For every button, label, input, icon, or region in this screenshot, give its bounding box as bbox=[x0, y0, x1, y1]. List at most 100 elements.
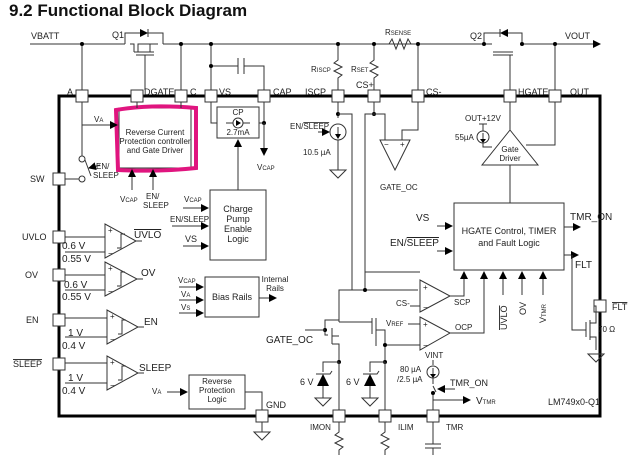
bias-vcap-label: VCAP bbox=[178, 276, 196, 285]
rcp-line-2: Protection controller bbox=[119, 137, 190, 146]
ocp-comparator bbox=[419, 316, 452, 351]
zener-imon-icon bbox=[313, 361, 339, 407]
vbatt-label: VBATT bbox=[31, 31, 60, 41]
tmr-on-in-label: TMR_ON bbox=[450, 378, 488, 388]
rcp-vcap-label: VCAP bbox=[120, 195, 138, 204]
zener-ilim-icon bbox=[360, 361, 385, 407]
pin-gnd-label: GND bbox=[266, 400, 287, 410]
hgate-control-block bbox=[453, 202, 565, 271]
bias-vs-label: VS bbox=[181, 303, 190, 312]
junction-dots bbox=[80, 42, 557, 68]
ov-out-label: OV bbox=[141, 268, 156, 279]
flt-out-label: FLT bbox=[575, 260, 592, 271]
rset-resistor-icon bbox=[368, 44, 380, 90]
ocp-label: OCP bbox=[455, 323, 472, 332]
pin-sw-label: SW bbox=[30, 174, 45, 184]
rset-label: RSET bbox=[351, 65, 369, 74]
svg-text:−: − bbox=[423, 341, 428, 350]
cp-enable-line-3: Enable bbox=[224, 224, 252, 234]
svg-text:−: − bbox=[108, 249, 113, 258]
rsense-label: RSENSE bbox=[385, 28, 411, 37]
uvlo-th-high: 0.6 V bbox=[62, 241, 86, 252]
i80-label: 80 µA bbox=[400, 365, 422, 374]
bottom-pins bbox=[255, 299, 607, 423]
pin-ov-label: OV bbox=[25, 270, 38, 280]
svg-text:+: + bbox=[423, 283, 428, 292]
q2-mosfet-icon bbox=[483, 29, 523, 90]
cp-current-label: 2.7mA bbox=[226, 128, 250, 137]
cp-enable-line-1: Charge bbox=[223, 204, 253, 214]
internal-rails-line-2: Rails bbox=[266, 284, 284, 293]
hg-ov-in: OV bbox=[518, 302, 528, 315]
pin-out-label: OUT bbox=[570, 87, 590, 97]
flt-transistor-icon bbox=[585, 305, 606, 363]
rpl-va-label: VA bbox=[152, 387, 161, 396]
uvlo-comparator: +− bbox=[65, 223, 142, 259]
rpl-line-2: Protection bbox=[199, 386, 235, 395]
pin-c-label: C bbox=[190, 87, 197, 97]
svg-text:−: − bbox=[110, 335, 115, 344]
sleep-comparator: +− bbox=[65, 355, 144, 391]
cpe-vs-label: VS bbox=[185, 234, 197, 244]
pin-en-label: EN bbox=[26, 315, 39, 325]
scp-label: SCP bbox=[454, 298, 470, 307]
en-out-label: EN bbox=[144, 317, 158, 328]
svg-text:+: + bbox=[110, 358, 115, 367]
pin-csp-label: CS+ bbox=[356, 80, 374, 90]
imon-mosfet-icon bbox=[323, 319, 340, 362]
hg-vs-label: VS bbox=[416, 213, 430, 224]
ic-outline bbox=[57, 94, 602, 418]
ov-th-low: 0.55 V bbox=[62, 292, 91, 303]
left-pins bbox=[52, 172, 66, 371]
iscp-current-label: 10.5 µA bbox=[303, 148, 331, 157]
rcp-sleep-label: SLEEP bbox=[143, 201, 169, 210]
uvlo-out-label: UVLO bbox=[134, 230, 161, 241]
svg-text:−: − bbox=[108, 287, 113, 296]
zener-imon-label: 6 V bbox=[300, 377, 314, 387]
scp-csn-label: CS- bbox=[396, 299, 410, 308]
svg-text:+: + bbox=[108, 226, 113, 235]
q1-label: Q1 bbox=[112, 30, 124, 40]
pin-csn-label: CS- bbox=[426, 87, 442, 97]
rcp-line-3: and Gate Driver bbox=[127, 146, 184, 155]
top-pins bbox=[75, 89, 562, 103]
svg-text:+: + bbox=[108, 264, 113, 273]
cp-enable-line-2: Pump bbox=[226, 214, 250, 224]
cp-label: CP bbox=[232, 108, 243, 117]
bias-block bbox=[204, 276, 260, 318]
svg-text:+: + bbox=[110, 312, 115, 321]
tmr-on-out-label: TMR_ON bbox=[570, 212, 612, 223]
iscp-en-sleep-label: EN/SLEEP bbox=[290, 122, 329, 131]
en-th-high: 1 V bbox=[68, 328, 83, 339]
hg-en-sleep-label: EN/SLEEP bbox=[390, 238, 439, 249]
i55-label: 55µA bbox=[455, 133, 475, 142]
r70-label: 70 Ω bbox=[598, 325, 615, 334]
ilim-mosfet-icon bbox=[339, 318, 387, 362]
vref-label: VREF bbox=[386, 319, 404, 328]
bias-label: Bias Rails bbox=[212, 292, 253, 302]
pin-imon-label: IMON bbox=[310, 423, 331, 432]
gate-driver-line-1: Gate bbox=[501, 145, 519, 154]
svg-text:−: − bbox=[423, 303, 428, 312]
pin-ilim-label: ILIM bbox=[398, 423, 414, 432]
cp-vcap-label: VCAP bbox=[257, 163, 275, 172]
svg-text:+: + bbox=[400, 140, 405, 149]
svg-text:−: − bbox=[384, 140, 389, 149]
page-title: 9.2 Functional Block Diagram bbox=[9, 1, 248, 20]
sleep-out-label: SLEEP bbox=[139, 363, 172, 374]
rpl-line-3: Logic bbox=[207, 395, 226, 404]
vint-label: VINT bbox=[425, 351, 443, 360]
vtmr-out-label: VTMR bbox=[476, 396, 496, 407]
cp-enable-line-4: Logic bbox=[227, 234, 249, 244]
highlight-annotation bbox=[113, 104, 198, 173]
pin-hgate-label: HGATE bbox=[518, 87, 548, 97]
svg-text:−: − bbox=[110, 381, 115, 390]
vout-label: VOUT bbox=[565, 31, 591, 41]
out12v-label: OUT+12V bbox=[465, 114, 501, 123]
gate-oc-comp-label: GATE_OC bbox=[380, 183, 418, 192]
ov-comparator: +− bbox=[65, 261, 143, 297]
device-label: LM749x0-Q1 bbox=[548, 397, 600, 407]
pin-cap-label: CAP bbox=[273, 87, 292, 97]
va-label: VA bbox=[94, 115, 103, 124]
